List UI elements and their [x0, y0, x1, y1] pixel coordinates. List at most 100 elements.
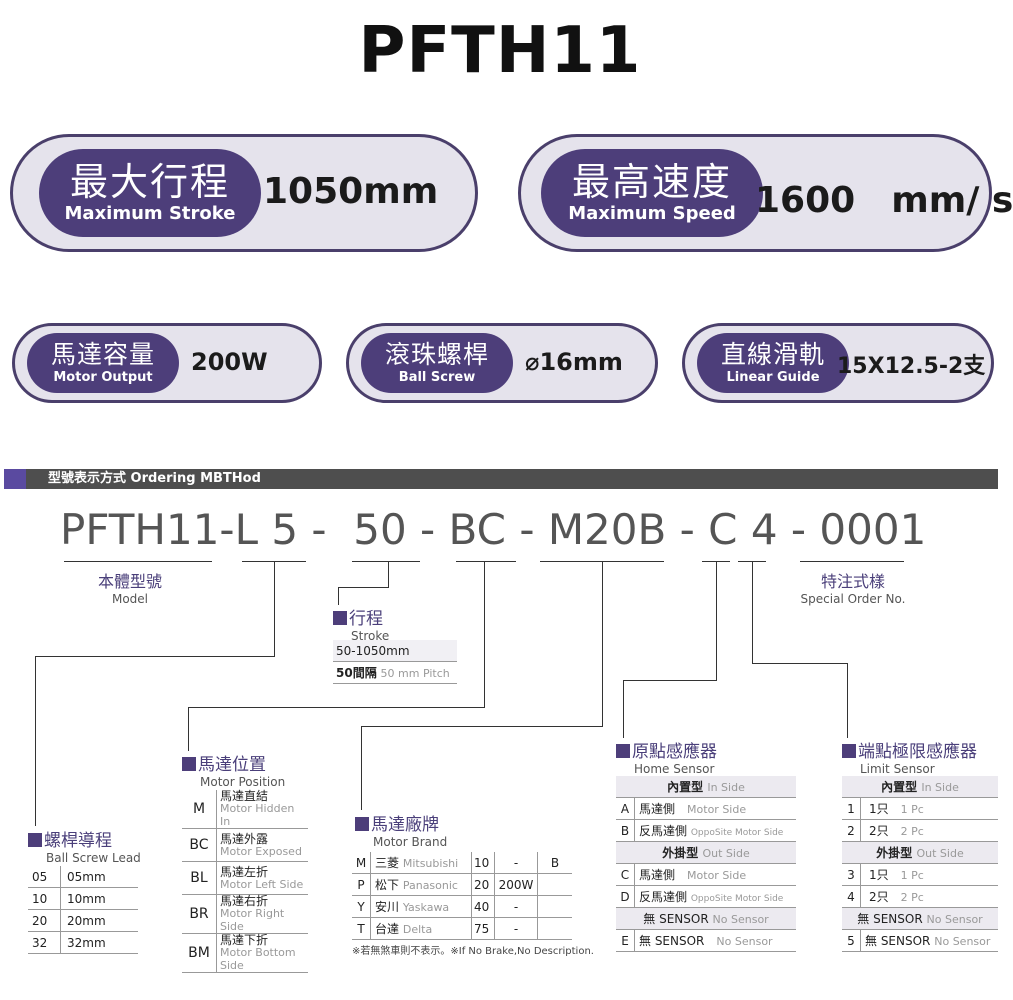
- cell-cn: 1只: [869, 802, 889, 816]
- heading-en: Motor Brand: [373, 835, 448, 849]
- table-cell: 20: [28, 909, 61, 932]
- cell-cn: 內置型: [667, 780, 704, 794]
- connector-position: [188, 707, 189, 751]
- table-cell: 安川 Yaskawa: [370, 895, 472, 918]
- cell-en: No Sensor: [934, 935, 991, 948]
- cell-cn: 三菱: [375, 856, 400, 870]
- heading-en: Limit Sensor: [860, 762, 935, 776]
- cell-cn: 馬達外露: [220, 831, 269, 846]
- heading-en: Ball Screw Lead: [46, 851, 141, 865]
- heading-en: Home Sensor: [634, 762, 715, 776]
- table-cell: 10mm: [60, 887, 138, 910]
- caption-model: 本體型號 Model: [74, 568, 186, 606]
- cell-cn: 台達: [375, 922, 400, 936]
- heading-marker: [842, 744, 856, 758]
- table-cell: Y: [352, 895, 371, 918]
- table-row: 內置型 In Side: [616, 776, 796, 798]
- cell-en: Out Side: [916, 847, 964, 860]
- table-cell: -: [494, 917, 538, 940]
- table-cell: [537, 895, 572, 918]
- spec-value: 200W: [191, 348, 268, 376]
- cell-cn: 安川: [375, 900, 400, 914]
- cell-en: Out Side: [702, 847, 750, 860]
- cell-cn: 無 SENSOR: [865, 934, 931, 948]
- cell-cn: 2只: [869, 890, 889, 904]
- cell-cn: 2只: [869, 824, 889, 838]
- cell-en: No Sensor: [712, 913, 769, 926]
- table-cell: [537, 917, 572, 940]
- cell-cn: 無 SENSOR: [639, 934, 705, 948]
- cell-cn: 無 SENSOR: [643, 912, 709, 926]
- connector-stroke: [338, 587, 389, 588]
- table-row: 50間隔 50 mm Pitch: [333, 661, 457, 684]
- section-title: 型號表示方式 Ordering MBTHod: [48, 471, 261, 486]
- table-cell: 2只 2 Pc: [860, 819, 998, 842]
- table-cell: 75: [471, 917, 495, 940]
- connector-limit: [752, 561, 753, 664]
- table-cell: 2只 2 Pc: [860, 885, 998, 908]
- caption-special: 特注式樣 Special Order No.: [790, 568, 916, 606]
- table-row: 50-1050mm: [333, 640, 457, 662]
- table-cell: E: [616, 929, 635, 952]
- cell-cn: 反馬達側: [639, 824, 688, 838]
- table-cell: 內置型 In Side: [842, 776, 998, 798]
- spec-label-cn: 馬達容量: [50, 340, 155, 369]
- home-heading: 原點感應器 Home Sensor: [616, 737, 717, 776]
- connector-lead: [35, 656, 275, 657]
- spec-value: 1600 mm/ s: [755, 180, 1013, 221]
- heading-marker: [616, 744, 630, 758]
- table-row: 外掛型 Out Side: [842, 841, 998, 864]
- cell-en: Motor Bottom Side: [220, 946, 296, 972]
- connector-lead: [35, 656, 36, 826]
- table-cell: 4: [842, 885, 861, 908]
- cell-cn: 馬達右折: [220, 894, 269, 908]
- table-cell: 5: [842, 929, 861, 952]
- page-title: PFTH11: [358, 14, 642, 88]
- brand-heading: 馬達廠牌 Motor Brand: [355, 810, 447, 849]
- cell-en: Delta: [402, 923, 433, 936]
- table-cell: 反馬達側 OppoSite Motor Side: [634, 819, 796, 842]
- table-cell: 松下 Panasonic: [370, 873, 472, 896]
- cell-en: 1 Pc: [900, 869, 924, 882]
- spec-badge: 滾珠螺桿 Ball Screw: [361, 333, 513, 393]
- stroke-table: 50-1050mm 50間隔 50 mm Pitch: [333, 640, 457, 684]
- underline-position: [456, 561, 516, 562]
- table-row: 無 SENSOR No Sensor: [842, 907, 998, 930]
- connector-limit: [847, 663, 848, 738]
- table-cell: 05: [28, 866, 61, 888]
- connector-stroke: [388, 561, 389, 587]
- table-cell: 20mm: [60, 909, 138, 932]
- table-cell: 20: [471, 873, 495, 896]
- cell-cn: 馬達側: [639, 868, 676, 882]
- cell-en: Motor Right Side: [220, 907, 285, 933]
- spec-label-cn: 滾珠螺桿: [384, 340, 489, 369]
- connector-home: [716, 561, 717, 681]
- cell-en: In Side: [707, 781, 745, 794]
- cell-cn: 外掛型: [876, 846, 913, 860]
- heading-cn: 行程: [349, 609, 383, 629]
- table-cell: 50-1050mm: [333, 640, 457, 662]
- connector-lead: [274, 561, 275, 657]
- table-cell: 05mm: [60, 866, 138, 888]
- table-cell: 無 SENSOR No Sensor: [616, 907, 796, 930]
- underline-special: [800, 561, 904, 562]
- spec-badge: 最大行程 Maximum Stroke: [39, 149, 261, 237]
- table-cell: 台達 Delta: [370, 917, 472, 940]
- limit-heading: 端點極限感應器 Limit Sensor: [842, 737, 977, 776]
- table-cell: 無 SENSOR No Sensor: [860, 929, 998, 952]
- spec-badge: 最高速度 Maximum Speed: [541, 149, 763, 237]
- cell-cn: 內置型: [881, 780, 918, 794]
- connector-position: [188, 707, 485, 708]
- table-cell: -: [494, 895, 538, 918]
- cell-en: 2 Pc: [900, 825, 924, 838]
